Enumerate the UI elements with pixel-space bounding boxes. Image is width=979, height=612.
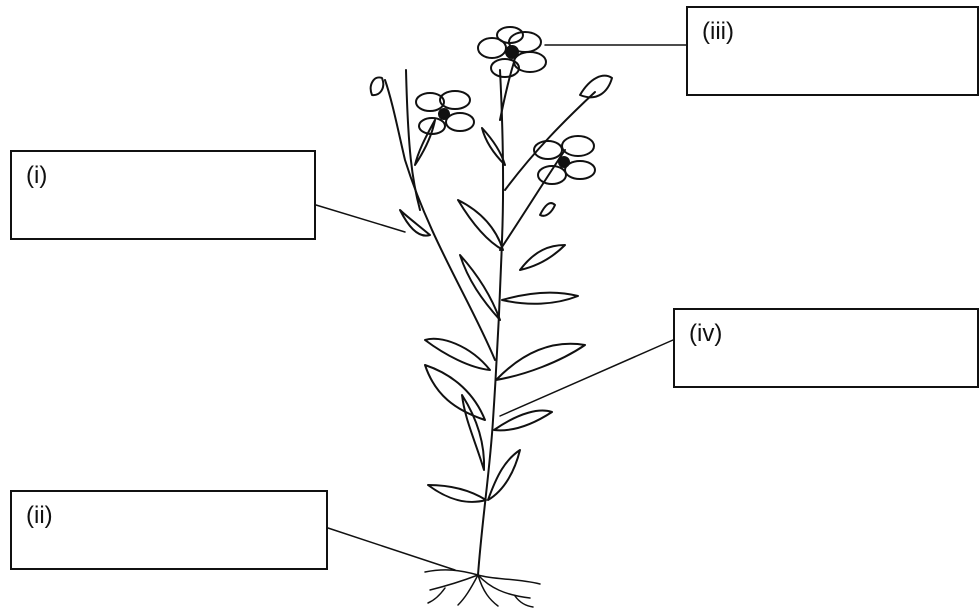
- plant-branch-left: [385, 80, 495, 360]
- leaf: [496, 344, 585, 380]
- leader-line-i: [316, 205, 405, 232]
- label-box-iii: (iii): [686, 6, 979, 96]
- label-box-i: (i): [10, 150, 316, 240]
- leaf: [458, 200, 503, 250]
- leaf: [462, 395, 484, 470]
- label-iii: (iii): [702, 18, 734, 46]
- label-box-ii: (ii): [10, 490, 328, 570]
- flower-bud: [580, 76, 612, 98]
- plant-branch-left-2: [406, 70, 420, 210]
- leaf: [460, 255, 500, 320]
- label-box-iv: (iv): [673, 308, 979, 388]
- plant-branch-top: [500, 62, 514, 120]
- leader-line-iv: [500, 340, 673, 416]
- plant-branch-right: [500, 150, 565, 250]
- leaf: [488, 450, 520, 500]
- leader-line-ii: [328, 528, 455, 570]
- flower-bud: [540, 203, 555, 216]
- leaf: [425, 365, 485, 420]
- label-ii: (ii): [26, 502, 53, 530]
- flower-bud: [371, 77, 384, 95]
- leaf: [425, 339, 490, 370]
- label-i: (i): [26, 162, 47, 190]
- leaf: [520, 245, 565, 270]
- leaf: [428, 485, 486, 502]
- leaf: [494, 411, 552, 431]
- leaf: [415, 120, 435, 165]
- plant-roots: [425, 570, 540, 607]
- label-iv: (iv): [689, 320, 722, 348]
- leaf: [502, 293, 578, 304]
- flower: [416, 91, 474, 134]
